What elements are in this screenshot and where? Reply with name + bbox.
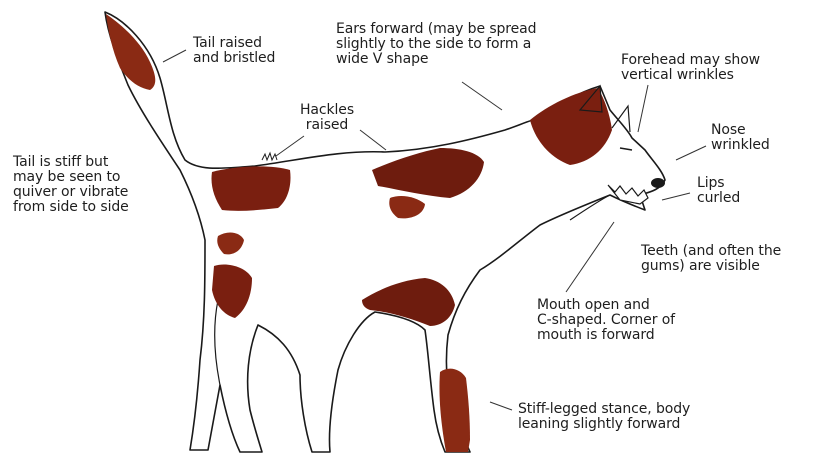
hackles — [262, 153, 277, 160]
leader-lips — [662, 193, 690, 200]
dog-outline — [105, 12, 665, 452]
leader-ears — [462, 82, 502, 110]
label-ears-forward: Ears forward (may be spread slightly to … — [336, 22, 536, 67]
nose — [651, 178, 665, 188]
label-hackles-raised: Hackles raised — [300, 103, 354, 133]
label-tail-raised: Tail raised and bristled — [193, 36, 275, 66]
label-stiff-legged-stance: Stiff-legged stance, body leaning slight… — [518, 402, 690, 432]
front-leg-patch — [439, 369, 470, 452]
label-forehead-wrinkles: Forehead may show vertical wrinkles — [621, 53, 760, 83]
leader-hackles-b — [360, 130, 386, 150]
leader-hackles-a — [276, 136, 304, 156]
label-teeth-visible: Teeth (and often the gums) are visible — [641, 244, 781, 274]
leader-stance — [490, 402, 512, 410]
leader-mouth — [566, 222, 614, 292]
label-lips-curled: Lips curled — [697, 176, 740, 206]
leader-nose — [676, 146, 706, 160]
label-tail-stiff: Tail is stiff but may be seen to quiver … — [13, 155, 129, 215]
label-nose-wrinkled: Nose wrinkled — [711, 123, 770, 153]
leader-tail-raised — [163, 50, 186, 62]
leader-forehead — [638, 85, 648, 132]
label-mouth-open: Mouth open and C-shaped. Corner of mouth… — [537, 298, 675, 343]
hip-patch — [211, 166, 290, 210]
